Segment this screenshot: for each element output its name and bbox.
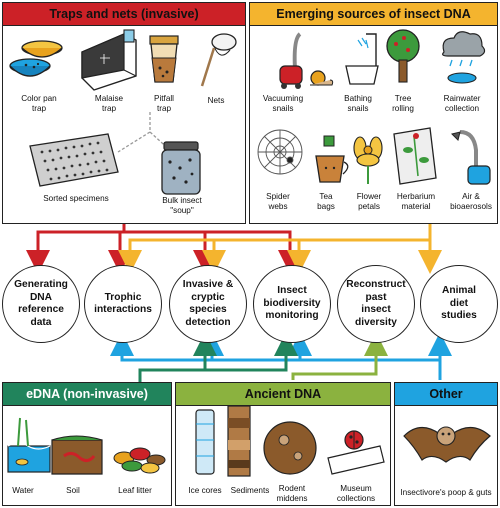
emerging-panel-title: Emerging sources of insect DNA — [250, 3, 497, 26]
app-circle-diet: Animal diet studies — [420, 265, 498, 343]
app-circle-invasive: Invasive & cryptic species detection — [169, 265, 247, 343]
air-sampler-icon — [451, 130, 491, 185]
app-label-reference-data: Generating DNA reference data — [14, 279, 68, 328]
label-spider-webs: Spider webs — [266, 192, 290, 211]
museum-collection-icon — [327, 430, 385, 475]
flower-icon — [353, 136, 383, 184]
ice-core-icon — [195, 409, 215, 475]
label-bathing-snails: Bathing snails — [344, 94, 372, 113]
sediment-core-icon — [227, 405, 251, 477]
label-pitfall-trap: Pitfall trap — [153, 94, 175, 113]
label-tea-bags: Tea bags — [317, 192, 335, 211]
label-rodent-middens: Rodent middens — [276, 484, 308, 503]
ancient-panel-title: Ancient DNA — [176, 383, 390, 406]
rain-cloud-icon — [442, 31, 486, 84]
vacuum-icon — [279, 32, 303, 89]
label-leaf-litter: Leaf litter — [118, 486, 152, 495]
label-insectivore-poop: Insectivore's poop & guts — [400, 488, 492, 497]
app-circle-biodiversity: Insect biodiversity monitoring — [253, 265, 331, 343]
bulk-soup-jar-icon — [161, 141, 201, 195]
label-tree-rolling: Tree rolling — [392, 94, 414, 113]
label-water: Water — [12, 486, 34, 495]
label-rainwater: Rainwater collection — [443, 94, 481, 113]
edna-panel: eDNA (non-invasive) — [2, 382, 172, 506]
label-sediments: Sediments — [230, 486, 270, 495]
edna-panel-title: eDNA (non-invasive) — [3, 383, 171, 406]
label-sorted-specimens: Sorted specimens — [43, 194, 109, 203]
app-circle-past-diversity: Reconstruct past insect diversity — [337, 265, 415, 343]
leaf-litter-icon — [113, 447, 166, 474]
label-color-pan-trap: Color pan trap — [21, 94, 57, 113]
tea-bag-icon — [315, 135, 349, 183]
emerging-panel: Emerging sources of insect DNA — [249, 2, 498, 224]
app-circle-trophic: Trophic interactions — [84, 265, 162, 343]
label-soil: Soil — [66, 486, 80, 495]
app-label-diet: Animal diet studies — [441, 285, 477, 322]
net-icon — [200, 33, 237, 87]
app-label-invasive: Invasive & cryptic species detection — [182, 279, 234, 328]
label-herbarium: Herbarium material — [396, 192, 436, 211]
rodent-midden-icon — [263, 421, 317, 475]
snail-icon — [310, 70, 334, 86]
process-arrows — [117, 112, 173, 153]
app-label-trophic: Trophic interactions — [94, 291, 152, 316]
color-pan-trap-icon — [9, 40, 63, 77]
label-ice-cores: Ice cores — [188, 486, 222, 495]
other-panel-title: Other — [395, 383, 497, 406]
sorted-specimens-icon — [29, 133, 119, 187]
label-malaise-trap: Malaise trap — [94, 94, 124, 113]
bat-icon — [403, 426, 491, 463]
label-nets: Nets — [207, 96, 225, 105]
label-bulk-soup: Bulk insect "soup" — [162, 196, 202, 215]
water-icon — [7, 417, 51, 473]
tree-icon — [386, 29, 420, 83]
soil-icon — [51, 435, 103, 475]
label-air-bioaerosols: Air & bioaerosols — [450, 192, 492, 211]
app-circle-reference-data: Generating DNA reference data — [2, 265, 80, 343]
label-museum-collections: Museum collections — [336, 484, 376, 503]
label-flower-petals: Flower petals — [356, 192, 382, 211]
herbarium-icon — [393, 127, 437, 185]
bathing-icon — [345, 33, 379, 85]
spider-web-icon — [257, 129, 303, 175]
app-label-biodiversity: Insect biodiversity monitoring — [263, 285, 321, 322]
app-label-past-diversity: Reconstruct past insect diversity — [346, 279, 406, 328]
label-vacuuming-snails: Vacuuming snails — [262, 94, 304, 113]
malaise-trap-icon — [81, 29, 137, 91]
traps-panel-title: Traps and nets (invasive) — [3, 3, 245, 26]
pitfall-trap-icon — [149, 35, 179, 83]
